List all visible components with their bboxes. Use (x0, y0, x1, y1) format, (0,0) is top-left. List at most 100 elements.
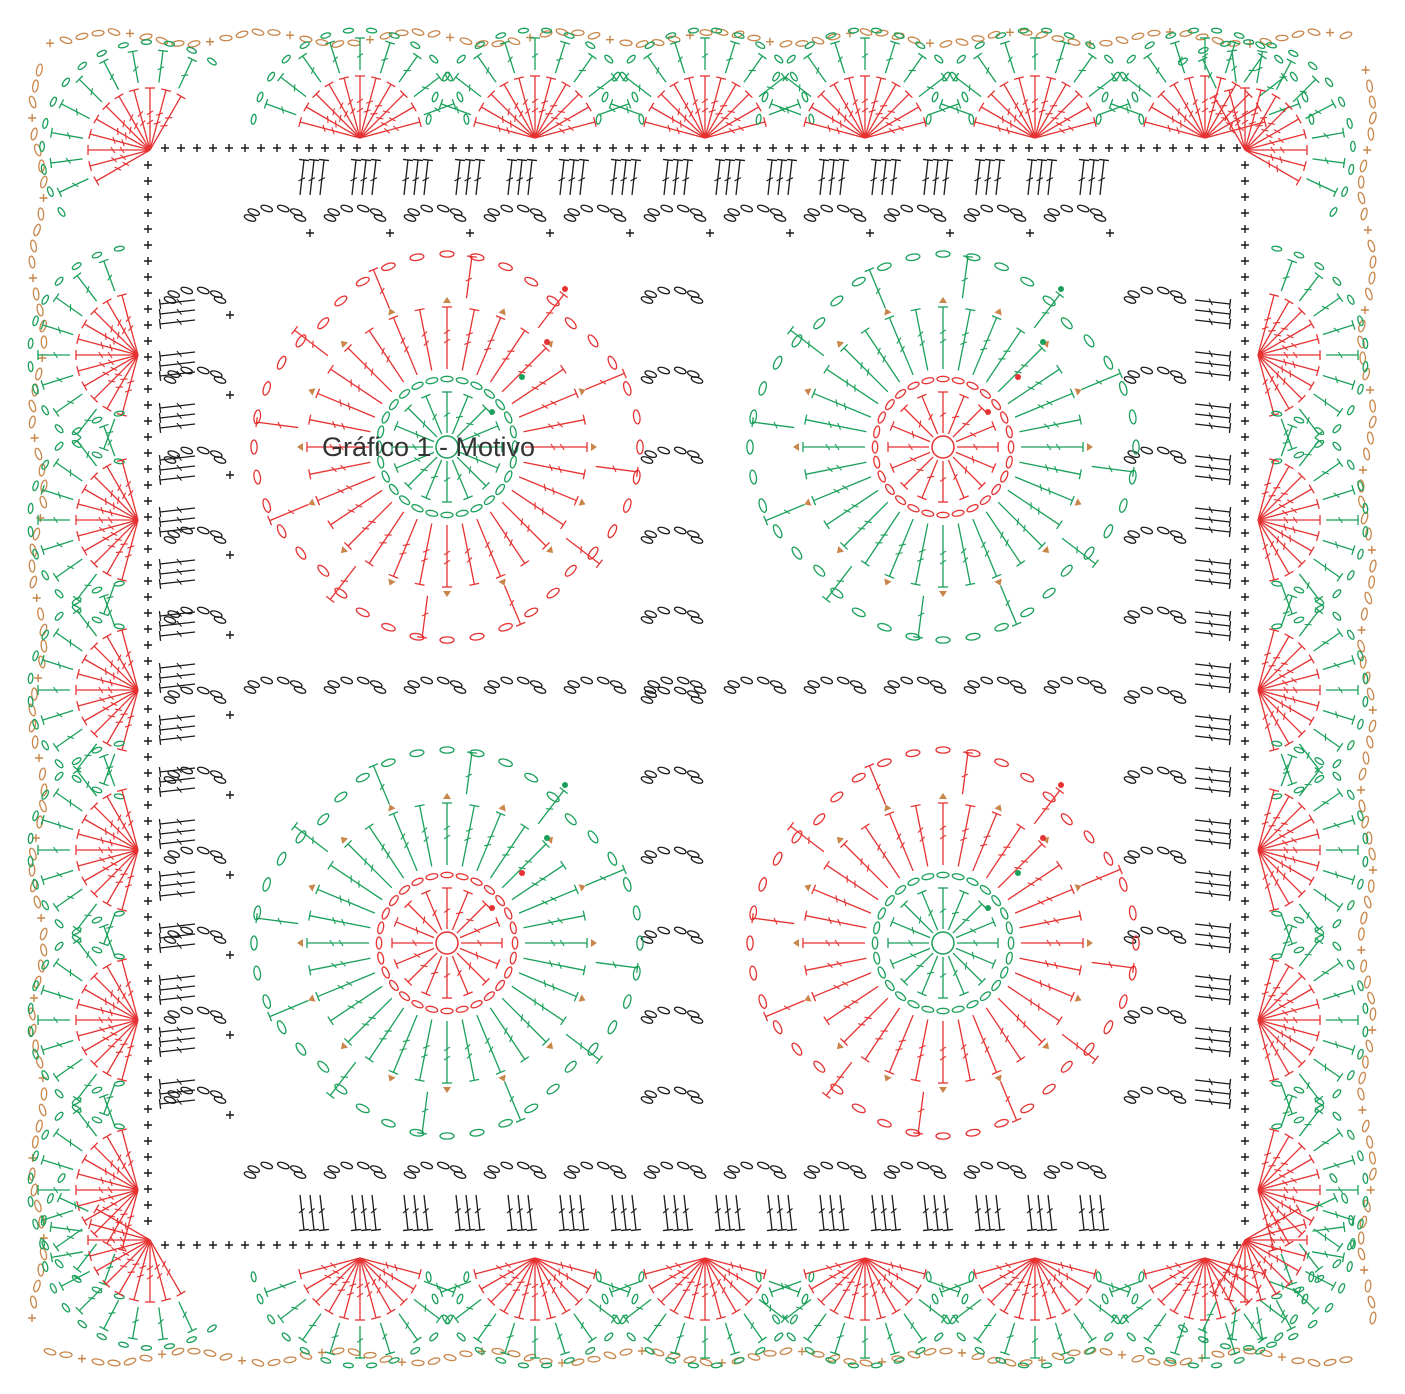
dc-stitch (457, 457, 490, 490)
chain-stitch (1367, 239, 1376, 252)
dc-stitch (913, 596, 924, 638)
chain-stitch (1198, 46, 1209, 54)
dc-stitch (490, 512, 529, 566)
chain-stitch (388, 398, 400, 411)
chain-stitch (1271, 911, 1282, 917)
chain-stitch (425, 873, 438, 881)
sc-stitch (386, 229, 394, 237)
chain-stitch (622, 498, 632, 513)
chain-stitch (411, 28, 424, 37)
sc-stitch (1241, 705, 1249, 713)
dc-stitch (953, 405, 986, 438)
sc-stitch (273, 144, 281, 152)
chain-stitch (894, 388, 907, 400)
chain-stitch (974, 41, 985, 50)
puff-stitch (443, 591, 451, 597)
sc-stitch (849, 144, 857, 152)
dc-stitch (1195, 725, 1231, 735)
chain-stitch (1196, 33, 1209, 40)
slip-stitch (1040, 339, 1046, 345)
dc-stitch (933, 159, 943, 195)
chain-stitch (917, 204, 930, 213)
chain-stitch (71, 596, 82, 605)
dc-stitch (1092, 466, 1134, 477)
chain-stitch (601, 1294, 609, 1305)
sc-stitch (225, 144, 233, 152)
chain-stitch (441, 512, 453, 517)
dc-stitch (73, 1244, 96, 1272)
dc-stitch (948, 394, 968, 434)
dc-stitch (1008, 365, 1062, 404)
sc-stitch (144, 993, 152, 1001)
sc-stitch (786, 229, 794, 237)
chain-stitch (41, 1070, 50, 1081)
sc-stitch (529, 144, 537, 152)
chain-stitch (410, 41, 421, 50)
chain-stitch (32, 1219, 39, 1230)
chain-stitch (923, 1347, 936, 1356)
dc-stitch (611, 1195, 621, 1231)
dc-stitch (962, 752, 973, 794)
dc-stitch (1195, 559, 1231, 569)
dc-stitch (1020, 462, 1082, 479)
dc-stitch (1195, 1047, 1231, 1057)
chain-stitch (626, 1332, 636, 1342)
dc-stitch (474, 1314, 496, 1343)
chain-stitch (1068, 38, 1081, 46)
chain-stitch (1357, 879, 1364, 890)
chain-stitch (687, 370, 700, 379)
dc-stitch (700, 1258, 710, 1320)
chain-stitch (253, 966, 261, 981)
sc-stitch (144, 321, 152, 329)
chain-stitch (677, 1161, 690, 1170)
chain-stitch (41, 900, 50, 911)
chain-stitch (1234, 1357, 1245, 1364)
sc-stitch (1006, 28, 1014, 36)
dc-stitch (76, 685, 138, 695)
sc-stitch (401, 144, 409, 152)
dc-stitch (505, 586, 526, 627)
sc-stitch (144, 497, 152, 505)
chain-stitch (389, 1357, 400, 1364)
dc-stitch (452, 956, 472, 996)
dc-stitch (1195, 995, 1231, 1005)
chain-stitch (1346, 900, 1355, 911)
dc-stitch (1323, 1040, 1355, 1054)
dc-stitch (700, 76, 710, 138)
dc-stitch (1244, 53, 1266, 82)
chain-stitch (894, 884, 907, 896)
chain-stitch (884, 894, 896, 907)
chain-stitch (979, 884, 992, 896)
chain-stitch (931, 92, 939, 103)
chain-stitch (1131, 32, 1144, 40)
sc-stitch (1201, 144, 1209, 152)
chain-stitch (1118, 877, 1128, 892)
chain-stitch (411, 381, 424, 391)
chain-stitch (39, 768, 47, 781)
sc-stitch (1241, 977, 1249, 985)
dc-stitch (559, 1195, 569, 1231)
chain-stitch (197, 1086, 210, 1095)
dc-stitch (596, 466, 638, 477)
dc-stitch (76, 76, 102, 102)
sc-stitch (1241, 369, 1249, 377)
chain-stitch (999, 966, 1009, 979)
dc-stitch (159, 403, 195, 413)
chain-stitch (597, 676, 610, 685)
sc-stitch (449, 1241, 457, 1249)
chain-stitch (1368, 1167, 1377, 1180)
chain-stitch (961, 1294, 969, 1305)
sc-stitch (144, 609, 152, 617)
sc-stitch (177, 144, 185, 152)
sc-stitch (226, 631, 234, 639)
chain-stitch (606, 1020, 618, 1035)
chain-stitch (1111, 1314, 1120, 1325)
dc-stitch (355, 76, 365, 138)
sc-stitch (705, 144, 713, 152)
dc-stitch (1030, 1326, 1040, 1358)
dc-stitch (421, 460, 441, 500)
sc-stitch (257, 1241, 265, 1249)
chain-stitch (54, 276, 64, 286)
chain-stitch (197, 606, 210, 615)
chain-stitch (1140, 846, 1153, 855)
